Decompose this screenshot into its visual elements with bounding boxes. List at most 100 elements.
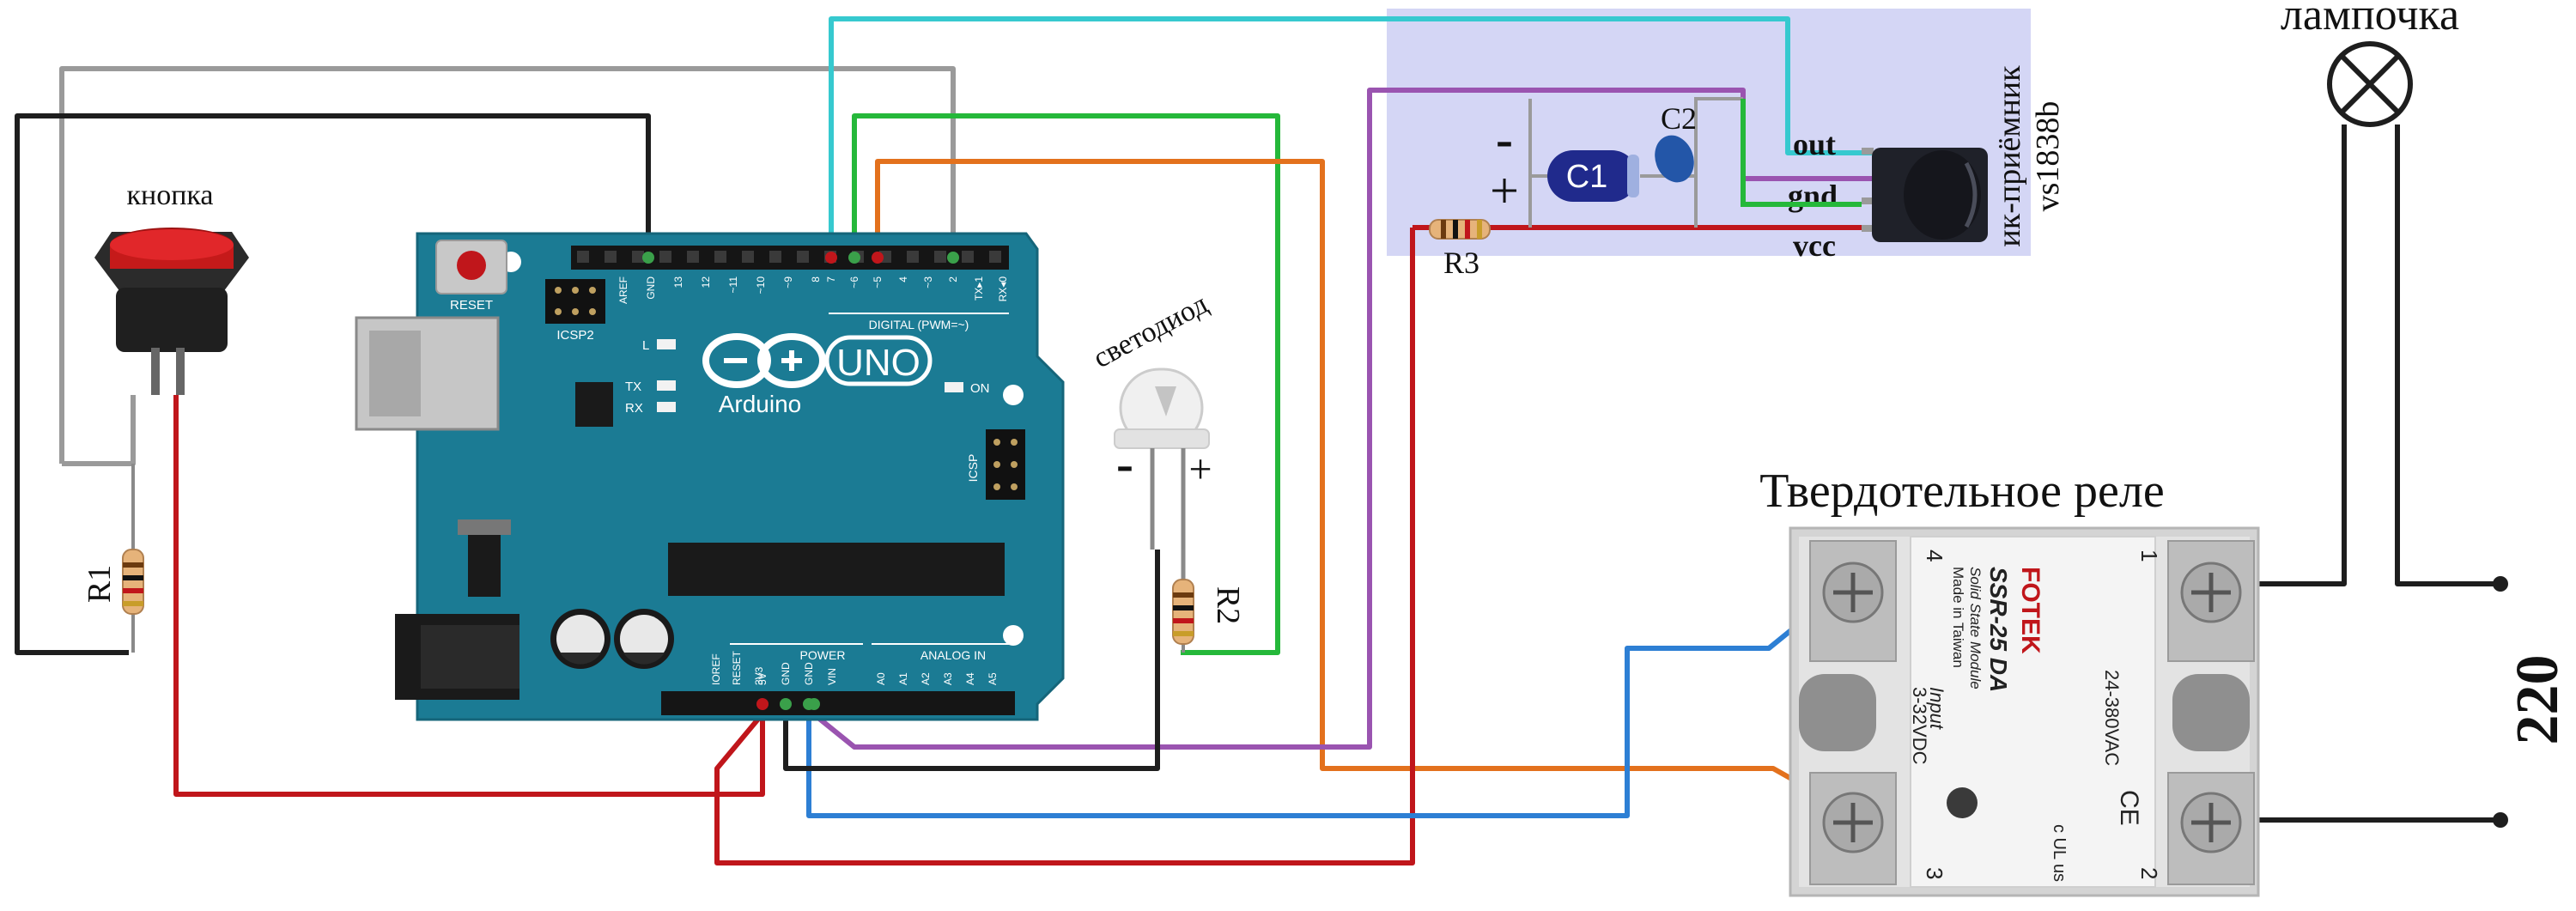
pin-8: 8 [810, 276, 822, 282]
relay-input-label: Input [1926, 687, 1947, 730]
lamp: лампочка [2281, 0, 2459, 127]
push-button: кнопка [94, 179, 249, 395]
wire-black-led [783, 550, 1160, 771]
pin-gnd-1: GND [780, 662, 792, 685]
relay-line2: Made in Taiwan [1950, 567, 1966, 668]
pin-4: 4 [897, 276, 909, 282]
analog-label: ANALOG IN [920, 648, 986, 662]
pin-3v3: 3V3 [753, 666, 765, 685]
pin-gnd-top: GND [645, 276, 657, 300]
c2-label: C2 [1661, 101, 1697, 136]
analog-header [869, 691, 1015, 715]
pin-reset: RESET [731, 650, 743, 685]
pin-6: ~6 [848, 276, 860, 288]
wire-cyan-out [829, 16, 1872, 258]
r2-label: R2 [1210, 586, 1246, 624]
pin-5v: 5V [756, 672, 769, 685]
relay-faceplate [1910, 536, 2156, 888]
icsp2-label: ICSP2 [556, 328, 593, 343]
pin-5: ~5 [872, 276, 884, 288]
relay-screw-1 [2180, 562, 2242, 623]
solid-state-relay: FOTEK SSR-25 DA Solid State Module Made … [1789, 526, 2260, 897]
capacitor-c2: C2 [1655, 101, 1697, 183]
relay-line1: Solid State Module [1967, 567, 1984, 689]
pin-rx0: RX◂0 [997, 276, 1009, 302]
ir-title-label: ик-приёмник [1991, 65, 2027, 247]
arduino-logo: UNO Arduino [702, 333, 933, 417]
relay-ce-mark: CE [2115, 790, 2143, 826]
power-label: POWER [800, 648, 846, 662]
reset-label: RESET [450, 298, 493, 313]
on-label: ON [970, 381, 990, 396]
r1-label: R1 [82, 565, 118, 603]
pin-a1: A1 [897, 672, 909, 685]
cap-minus-label: - [1496, 111, 1513, 167]
pin-a0: A0 [875, 672, 887, 685]
relay-term2: 2 [2136, 867, 2162, 879]
button-label: кнопка [126, 179, 213, 211]
relay-brand: FOTEK [2016, 567, 2044, 654]
rx-label: RX [625, 401, 643, 416]
capacitor-c1: C1 [1547, 150, 1639, 202]
pin-ioref: IOREF [710, 653, 722, 685]
pin-3: ~3 [922, 276, 934, 288]
ir-model-label: vs1838b [2030, 101, 2066, 212]
relay-screw-3 [1822, 792, 1884, 853]
wire-orange-relay [875, 159, 1844, 810]
led-label: светодиод [1088, 288, 1213, 374]
pin-10: ~10 [755, 276, 767, 295]
pin-a2: A2 [920, 672, 932, 685]
relay-ul-mark: c UL us [2050, 824, 2069, 882]
digital-label: DIGITAL (PWM=~) [869, 318, 969, 331]
ir-sensor [1862, 148, 1988, 242]
led-l-label: L [642, 338, 649, 353]
wire-black-lamp-r [2395, 125, 2500, 586]
r3-label: R3 [1443, 246, 1479, 280]
arduino-uno-board: RESET ICSP2 AREF GND 13 12 ~11 ~10 ~9 8 … [355, 232, 1065, 721]
pin-a5: A5 [987, 672, 999, 685]
cap-plus-label: + [1490, 162, 1519, 219]
brand-label: Arduino [719, 391, 802, 417]
pin-aref: AREF [617, 276, 629, 304]
pin-tx1: TX▸1 [973, 276, 985, 301]
icsp-label: ICSP [966, 454, 980, 483]
pin-2: 2 [947, 276, 959, 282]
led: светодиод - + [1088, 288, 1213, 584]
pin-a4: A4 [964, 672, 976, 685]
wire-gray-button [62, 395, 136, 466]
wire-black-gnd [15, 113, 651, 655]
resistor-r2: R2 [1172, 550, 1246, 653]
led-minus: - [1116, 435, 1133, 492]
resistor-r3: R3 [1429, 219, 1491, 280]
pin-a3: A3 [942, 672, 954, 685]
pin-12: 12 [700, 276, 712, 288]
pin-13: 13 [672, 276, 684, 288]
wire-green-led [852, 113, 1280, 655]
lamp-label: лампочка [2281, 0, 2459, 39]
pin-9: ~9 [782, 276, 794, 288]
ir-vcc-label: vcc [1793, 228, 1836, 263]
power-header [661, 691, 886, 715]
relay-term1: 1 [2136, 550, 2162, 562]
relay-output-range: 24-380VAC [2101, 670, 2123, 766]
mains-voltage-label: 220 [2505, 655, 2571, 745]
mains-terminal-top [2493, 576, 2508, 592]
wire-black-lamp-l [2214, 125, 2347, 586]
ir-gnd-label: gnd [1788, 179, 1838, 213]
resistor-r1: R1 [82, 464, 144, 653]
wire-blue-relay [806, 590, 1839, 818]
model-label: UNO [836, 342, 920, 384]
relay-term4: 4 [1922, 550, 1947, 562]
ir-out-label: out [1793, 127, 1836, 161]
relay-term3: 3 [1922, 867, 1947, 879]
pin-gnd-2: GND [803, 662, 815, 685]
relay-model: SSR-25 DA [1985, 567, 2012, 692]
mains-terminal-bottom [2493, 812, 2508, 828]
relay-input-range: 3-32VDC [1909, 687, 1930, 765]
relay-title: Твердотельное реле [1759, 465, 2164, 518]
ir-module: C1 C2 - + R3 out gnd vcc [1429, 65, 2066, 280]
relay-screw-2 [2180, 792, 2242, 853]
tx-label: TX [625, 380, 641, 394]
wire-red-button [173, 395, 765, 797]
